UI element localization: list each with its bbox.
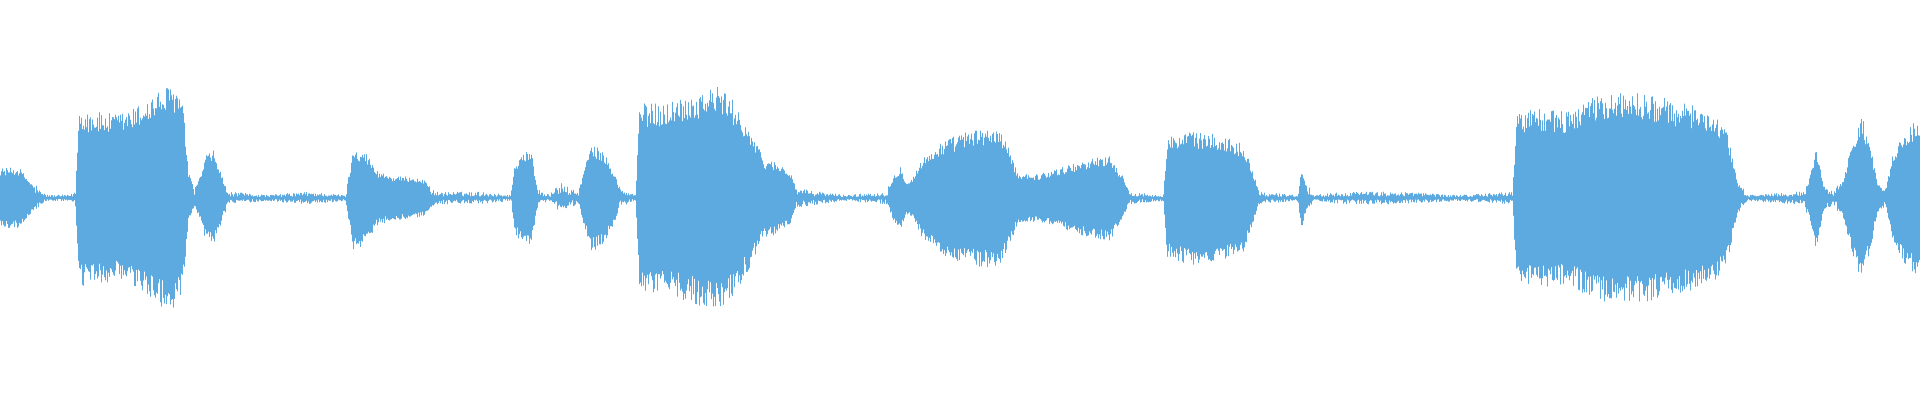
waveform-signal xyxy=(0,87,1920,308)
